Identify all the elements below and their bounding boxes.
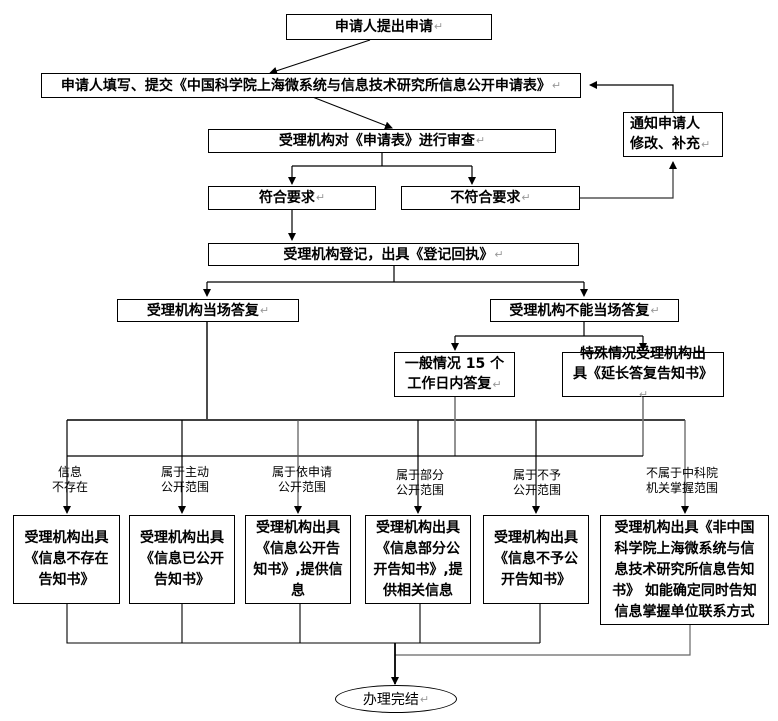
result-box-6: 受理机构出具《非中国 科学院上海微系统与信 息技术研究所信息告知 书》 如能确定…: [600, 515, 769, 625]
condition-4-line-2: 公开范围: [395, 483, 444, 497]
result-4-line-2: 《信息部分公: [376, 540, 460, 557]
arrow-start-to-form: [269, 39, 371, 75]
fill-form-text: 申请人填写、提交《中国科学院上海微系统与信息技术研究所信息公开申请表》: [60, 77, 551, 94]
condition-5-line-2: 公开范围: [512, 483, 561, 497]
result-box-5: 受理机构出具 《信息不予公 开告知书》: [483, 515, 589, 604]
general-line-1: 一般情况 15 个: [404, 356, 505, 372]
result-5-line-2: 《信息不予公: [494, 551, 578, 567]
return-mark: ↵: [475, 134, 486, 147]
connector-notmeets-notify: [580, 161, 677, 199]
reply-not-onsite-text: 受理机构不能当场答复: [509, 302, 650, 319]
condition-6-line-2: 机关掌握范围: [645, 481, 718, 495]
return-mark: ↵: [492, 378, 502, 391]
connector-notonsite-split: [455, 322, 643, 337]
general-line-2: 工作日内答复: [407, 376, 492, 392]
notify-box: 通知申请人 修改、补充↵: [623, 112, 723, 157]
result-2-line-1: 受理机构出具: [140, 530, 224, 546]
result-5-line-3: 开告知书》: [501, 572, 571, 588]
condition-5-line-1: 属于不予: [512, 468, 561, 482]
result-box-2: 受理机构出具 《信息已公开 告知书》: [129, 515, 235, 604]
result-3-line-2: 《信息公开告: [256, 540, 340, 557]
condition-6-line-1: 不属于中科院: [645, 466, 718, 480]
register-box: 受理机构登记，出具《登记回执》↵: [208, 243, 579, 266]
result-5-line-1: 受理机构出具: [494, 530, 578, 546]
connector-notify-form: [589, 81, 674, 113]
start-text: 申请人提出申请: [334, 19, 433, 35]
condition-2-line-2: 公开范围: [160, 480, 209, 494]
return-mark: ↵: [433, 20, 444, 33]
special-line-1: 特殊情况受理机构出: [580, 346, 706, 362]
special-line-2: 具《延长答复告知书》: [573, 366, 713, 382]
result-3-line-3: 知书》,提供信: [253, 561, 343, 578]
result-6-line-3: 息技术研究所信息告知: [614, 561, 755, 578]
return-mark: ↵: [521, 191, 531, 204]
condition-2-line-1: 属于主动: [160, 465, 209, 479]
result-6-line-2: 科学院上海微系统与信: [614, 540, 755, 557]
result-6-line-1: 受理机构出具《非中国: [614, 519, 755, 536]
condition-3-line-2: 公开范围: [277, 480, 326, 494]
result-2-line-3: 告知书》: [154, 572, 210, 588]
condition-label-1: 信息 不存在: [40, 465, 100, 495]
condition-label-2: 属于主动 公开范围: [150, 465, 220, 495]
connector-register-split: [207, 266, 584, 283]
review-text: 受理机构对《申请表》进行审查: [278, 133, 475, 149]
return-mark: ↵: [551, 78, 562, 92]
reply-not-onsite-box: 受理机构不能当场答复↵: [490, 299, 679, 322]
return-mark: ↵: [315, 191, 326, 204]
notify-line-2: 修改、补充: [630, 136, 700, 152]
result-6-line-4: 书》 如能确定同时告知: [612, 582, 757, 599]
fill-form-box: 申请人填写、提交《中国科学院上海微系统与信息技术研究所信息公开申请表》↵: [41, 73, 581, 98]
condition-1-line-1: 信息: [57, 465, 82, 479]
start-box: 申请人提出申请↵: [286, 14, 492, 40]
result-3-line-1: 受理机构出具: [256, 519, 340, 536]
meets-box: 符合要求↵: [208, 186, 376, 210]
result-2-line-2: 《信息已公开: [140, 551, 224, 567]
end-text: 办理完结: [362, 692, 419, 708]
general-box: 一般情况 15 个 工作日内答复↵: [394, 352, 515, 397]
result-box-3: 受理机构出具 《信息公开告 知书》,提供信 息: [245, 515, 351, 604]
result-4-line-3: 开告知书》,提: [373, 561, 463, 578]
condition-1-line-2: 不存在: [51, 480, 88, 494]
result-4-line-4: 供相关信息: [383, 582, 453, 599]
review-box: 受理机构对《申请表》进行审查↵: [208, 129, 556, 153]
result-4-line-1: 受理机构出具: [376, 519, 460, 536]
condition-label-5: 属于不予 公开范围: [502, 468, 572, 498]
connector-review-split: [292, 153, 472, 167]
condition-label-6: 不属于中科院 机关掌握范围: [632, 466, 732, 496]
condition-4-line-1: 属于部分: [395, 468, 444, 482]
arrow-form-to-review: [309, 95, 393, 130]
end-oval: 办理完结↵: [335, 685, 457, 713]
return-mark: ↵: [259, 303, 270, 317]
return-mark: ↵: [494, 247, 504, 261]
notify-line-1: 通知申请人: [630, 116, 700, 132]
result-3-line-4: 息: [291, 582, 305, 599]
return-mark: ↵: [650, 303, 660, 317]
return-mark: ↵: [638, 388, 649, 401]
return-mark: ↵: [701, 138, 711, 151]
result-1-line-3: 告知书》: [38, 572, 95, 588]
condition-3-line-1: 属于依申请: [271, 465, 332, 479]
result-box-1: 受理机构出具 《信息不存在 告知书》: [13, 515, 120, 604]
return-mark: ↵: [419, 692, 430, 706]
reply-onsite-box: 受理机构当场答复↵: [117, 299, 299, 322]
result-6-line-5: 信息掌握单位联系方式: [614, 603, 755, 620]
reply-onsite-text: 受理机构当场答复: [146, 302, 259, 319]
result-box-4: 受理机构出具 《信息部分公 开告知书》,提 供相关信息: [365, 515, 471, 604]
not-meets-text: 不符合要求: [450, 190, 521, 206]
result-1-line-2: 《信息不存在: [24, 551, 109, 567]
condition-label-3: 属于依申请 公开范围: [262, 465, 342, 495]
not-meets-box: 不符合要求↵: [401, 186, 580, 210]
condition-label-4: 属于部分 公开范围: [385, 468, 455, 498]
special-box: 特殊情况受理机构出 具《延长答复告知书》 ↵: [562, 346, 724, 401]
result-1-line-1: 受理机构出具: [24, 530, 109, 546]
meets-text: 符合要求: [258, 190, 315, 206]
connector-results-merge: [66, 604, 541, 644]
connector-result6-merge: [395, 625, 691, 656]
register-text: 受理机构登记，出具《登记回执》: [283, 246, 494, 263]
